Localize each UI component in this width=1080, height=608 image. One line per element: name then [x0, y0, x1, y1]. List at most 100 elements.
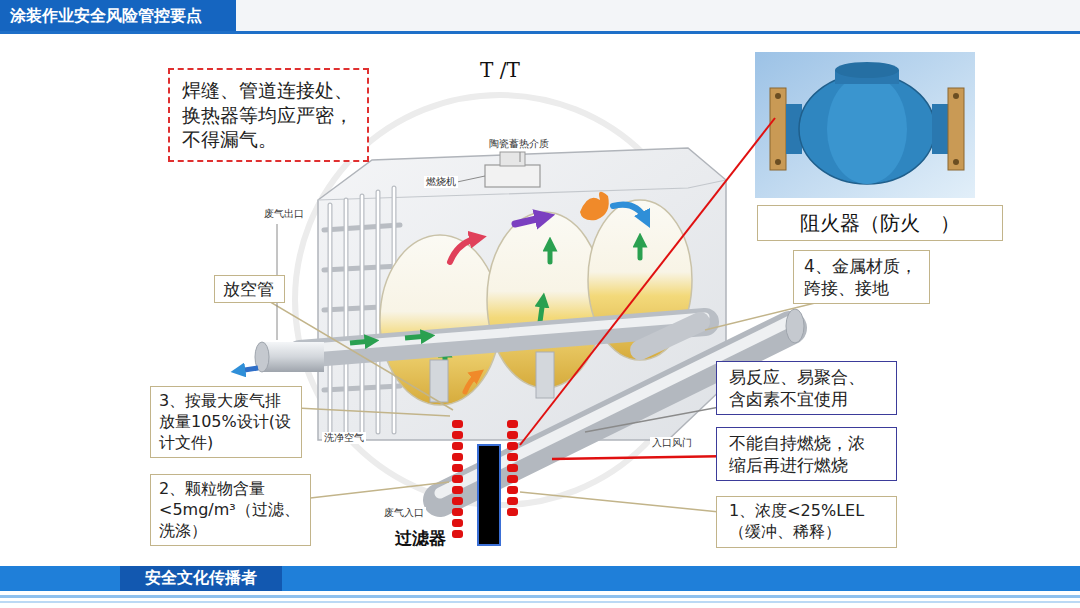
flame-arrester-photo: [835, 62, 899, 78]
flow-arrow: [613, 205, 646, 220]
filter-marker: [452, 519, 463, 527]
flow-arrow: [238, 368, 258, 371]
footer-band: [0, 595, 1080, 598]
leader-line: [520, 152, 521, 162]
manifold-pipe: [430, 360, 448, 402]
filter-marker: [452, 442, 463, 450]
flame-arrester-photo: [948, 88, 964, 170]
filter-marker: [507, 420, 518, 428]
regenerator-chamber: [380, 235, 500, 405]
footer-band: [0, 566, 1080, 603]
inlet-pipe: [640, 322, 700, 350]
callout-box: 2、颗粒物含量 <5mg/m³（过滤、 洗涤）: [150, 474, 311, 546]
header-band: [0, 0, 236, 31]
filter-marker: [507, 486, 518, 494]
flame-arrester-photo: [775, 93, 781, 99]
flow-arrow: [405, 336, 428, 338]
burner: [500, 152, 525, 166]
part-label: 过滤器: [393, 528, 448, 548]
leader-line: [457, 176, 485, 182]
flame-arrester-photo: [932, 104, 948, 154]
callout-box: 4、金属材质， 跨接、接地: [793, 250, 930, 304]
flow-arrow: [515, 217, 545, 224]
part-label: T /T: [478, 58, 522, 82]
manifold-pipe: [262, 342, 324, 372]
footer-band: [0, 601, 1080, 603]
part-label: 洗净空气: [322, 432, 366, 444]
flame-arrester-photo: [775, 159, 781, 165]
flow-arrow: [350, 341, 372, 343]
filter-marker: [507, 464, 518, 472]
frame-grid: [360, 196, 365, 432]
flow-arrow: [450, 238, 478, 262]
callout-box: 3、按最大废气排 放量105%设计(设 计文件): [150, 386, 302, 458]
filter-marker: [452, 464, 463, 472]
callout-box: 不能自持燃烧，浓 缩后再进行燃烧: [716, 427, 897, 481]
header-band: [0, 0, 1080, 31]
frame-grid-light: [329, 205, 332, 432]
filter-marker: [507, 442, 518, 450]
callout-text: 4、金属材质， 跨接、接地: [804, 255, 919, 299]
part-label: 废气出口: [262, 208, 306, 220]
flow-arrow: [548, 244, 553, 262]
manifold-pipe: [536, 352, 554, 398]
filter-marker: [452, 486, 463, 494]
filter-marker: [452, 420, 518, 538]
part-label: 燃烧机: [424, 176, 458, 188]
regenerator-chamber: [380, 200, 692, 405]
part-label: 废气入口: [382, 507, 426, 519]
frame-grid-light: [345, 200, 348, 432]
flame-arrester-photo: [755, 52, 975, 198]
callout-text: 不能自持燃烧，浓 缩后再进行燃烧: [729, 432, 867, 476]
flame-arrester-photo: [827, 74, 907, 184]
filter-marker: [452, 420, 518, 545]
filter-marker: [507, 497, 518, 505]
callout-text: 3、按最大废气排 放量105%设计(设 计文件): [159, 391, 293, 453]
frame-grid-light: [361, 196, 364, 432]
filter-marker: [507, 431, 518, 439]
flame-arrester-photo: [770, 88, 786, 170]
flame-arrester-photo: [799, 74, 935, 184]
flame-arrester-photo: [953, 93, 959, 99]
flow-arrow: [540, 300, 543, 322]
manifold-pipe: [300, 317, 705, 349]
callout-box: 焊缝、管道连接处、 换热器等均应严密， 不得漏气。: [168, 68, 369, 162]
callout-text: 易反应、易聚合、 含卤素不宜使用: [729, 366, 867, 410]
filter-marker: [452, 420, 463, 428]
flow-arrow: [465, 374, 478, 392]
filter-marker: [452, 530, 463, 538]
burner: [485, 165, 540, 187]
burner: [485, 152, 540, 187]
footer-box: 安全文化传播者: [120, 566, 282, 591]
filter-marker: [452, 431, 463, 439]
header-band: [0, 31, 1080, 34]
callout-box: 放空管: [214, 275, 285, 303]
filter-marker: [507, 508, 518, 516]
callout-text: 焊缝、管道连接处、 换热器等均应严密， 不得漏气。: [182, 78, 355, 152]
header-band: [0, 0, 1080, 34]
filter-marker: [452, 508, 463, 516]
callout-box: 1、浓度<25%LEL （缓冲、稀释）: [716, 496, 897, 548]
flame: [580, 192, 609, 221]
flow-arrow: [638, 240, 643, 258]
inlet-pipe: [786, 309, 804, 343]
filter-marker: [507, 453, 518, 461]
manifold-pipe: [300, 322, 705, 354]
callout-text: 安全文化传播者: [144, 568, 258, 589]
callout-box: 阻火器（防火 ）: [757, 205, 1003, 241]
callout-text: 阻火器（防火 ）: [799, 210, 961, 236]
part-label: 陶瓷蓄热介质: [487, 138, 551, 150]
filter-marker: [507, 475, 518, 483]
frame-grid: [344, 200, 349, 432]
part-label: 入口风门: [650, 437, 694, 449]
flame-arrester-photo: [755, 52, 975, 198]
flame-arrester-photo: [953, 159, 959, 165]
frame-grid: [328, 205, 333, 432]
page-title: 涂装作业安全风险管控要点: [10, 6, 202, 25]
callout-box: 易反应、易聚合、 含卤素不宜使用: [716, 361, 897, 415]
filter-marker: [452, 497, 463, 505]
callout-text: 2、颗粒物含量 <5mg/m³（过滤、 洗涤）: [159, 479, 302, 541]
filter-marker: [452, 475, 463, 483]
filter-marker: [478, 445, 500, 545]
